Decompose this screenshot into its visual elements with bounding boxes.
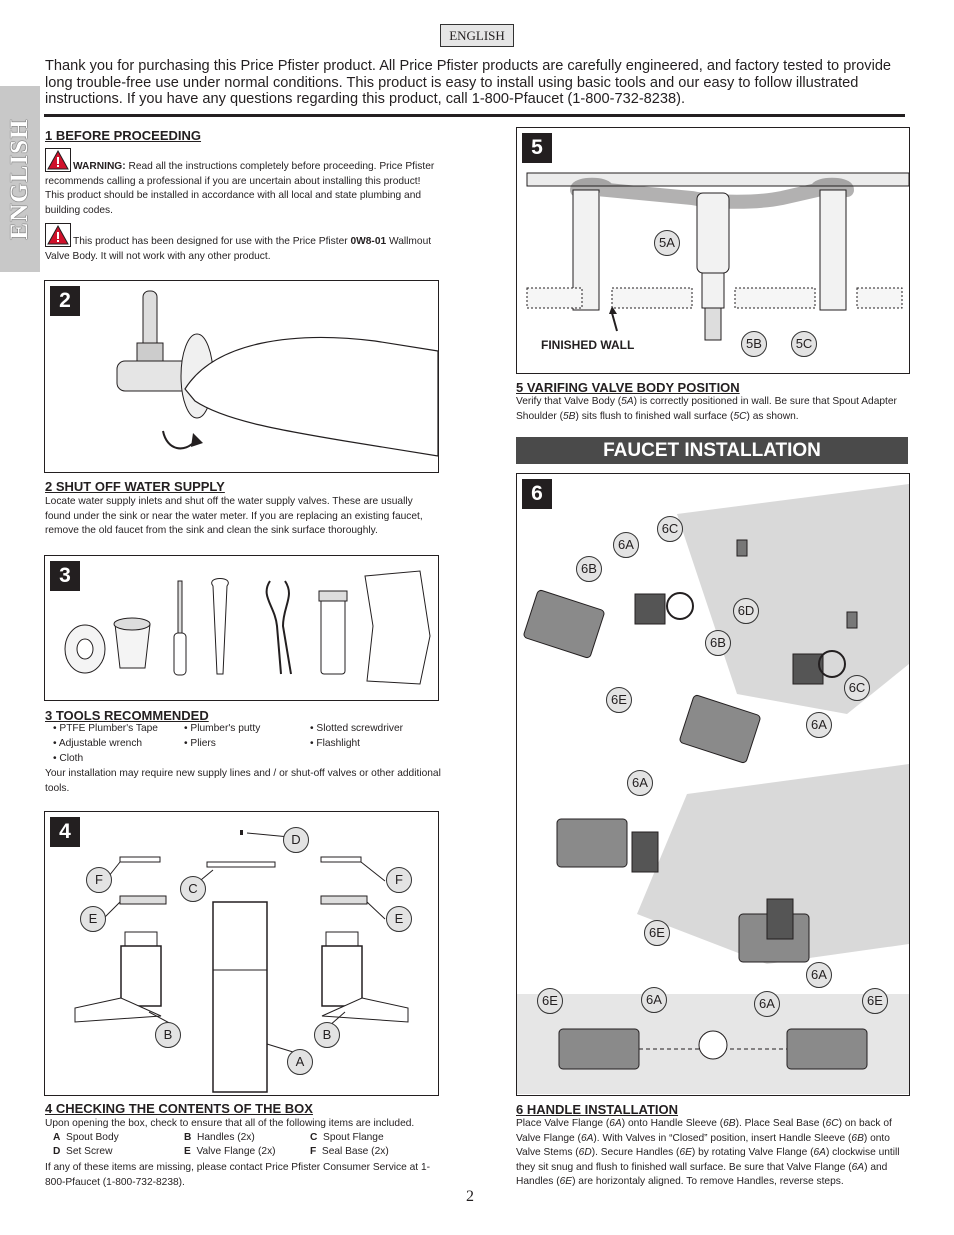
content-item: D Set Screw: [53, 1146, 113, 1157]
panel-3-number: 3: [50, 561, 80, 591]
section1-warning: WARNING: Read all the instructions compl…: [45, 148, 441, 218]
header-rule: [44, 114, 905, 117]
section1-title: 1 BEFORE PROCEEDING: [45, 128, 202, 143]
callout-5c: 5C: [791, 331, 817, 357]
callout-b-right: B: [314, 1022, 340, 1048]
section1-note: This product has been designed for use w…: [45, 223, 441, 264]
section4-title: 4 CHECKING THE CONTENTS OF THE BOX: [45, 1101, 313, 1116]
section4-footer: If any of these items are missing, pleas…: [45, 1162, 431, 1188]
faucet-installation-heading: FAUCET INSTALLATION: [516, 437, 908, 464]
callout-f-left: F: [86, 867, 112, 893]
callout-6d: 6D: [733, 598, 759, 624]
section3-footer: Your installation may require new supply…: [45, 768, 441, 794]
callout-6e: 6E: [537, 988, 563, 1014]
callout-6a: 6A: [754, 991, 780, 1017]
callout-6a: 6A: [806, 712, 832, 738]
section5-title: 5 VARIFING VALVE BODY POSITION: [516, 380, 740, 395]
callout-e-right: E: [386, 906, 412, 932]
section6-body: Place Valve Flange (6A) onto Handle Slee…: [516, 1118, 900, 1187]
content-item: E Valve Flange (2x): [184, 1146, 276, 1157]
callout-6a: 6A: [641, 987, 667, 1013]
box-contents-illustration: [74, 830, 409, 1093]
callout-6e: 6E: [644, 920, 670, 946]
panel-5-illustration: 5 5A 5B 5C FINISHED WALL: [516, 127, 910, 374]
callout-5b: 5B: [741, 331, 767, 357]
warning-icon: [45, 223, 71, 247]
tool-item: • Adjustable wrench: [53, 738, 143, 749]
intro-paragraph: Thank you for purchasing this Price Pfis…: [45, 58, 892, 107]
callout-6e: 6E: [862, 988, 888, 1014]
warning-text: Read all the instructions completely bef…: [45, 161, 435, 216]
tools-illustration: [64, 570, 431, 685]
section3-title: 3 TOOLS RECOMMENDED: [45, 708, 209, 723]
warning-label: WARNING:: [73, 161, 126, 172]
content-item: B Handles (2x): [184, 1132, 255, 1143]
panel-6-illustration: 6 6A 6C 6B 6D 6B 6E 6C 6A 6A 6E 6A 6E 6A…: [516, 473, 910, 1096]
callout-6b: 6B: [705, 630, 731, 656]
callout-c: C: [180, 876, 206, 902]
panel-4-illustration: 4 D F F C E E B B A: [44, 811, 439, 1096]
tool-item: • Pliers: [184, 738, 216, 749]
language-badge: ENGLISH: [440, 24, 514, 47]
tool-item: • Plumber's putty: [184, 723, 261, 734]
panel-2-number: 2: [50, 286, 80, 316]
content-item: F Seal Base (2x): [310, 1146, 389, 1157]
content-item: C Spout Flange: [310, 1132, 384, 1143]
section2-body: Locate water supply inlets and shut off …: [45, 496, 423, 536]
section2-title: 2 SHUT OFF WATER SUPPLY: [45, 479, 225, 494]
tool-item: • Flashlight: [310, 738, 360, 749]
side-tab-label: ENGLISH: [6, 118, 33, 240]
note-text-a: This product has been designed for use w…: [73, 236, 351, 247]
callout-6a: 6A: [806, 962, 832, 988]
callout-d: D: [283, 827, 309, 853]
panel-4-number: 4: [50, 817, 80, 847]
tool-item: • Slotted screwdriver: [310, 723, 404, 734]
finished-wall-label: FINISHED WALL: [541, 338, 635, 352]
shutoff-valve-illustration: [116, 290, 438, 457]
note-model: 0W8-01: [350, 236, 387, 247]
language-side-tab: ENGLISH: [0, 86, 40, 272]
page-number: 2: [466, 1188, 474, 1205]
callout-6c: 6C: [844, 675, 870, 701]
warning-icon: [45, 148, 71, 172]
callout-6c: 6C: [657, 516, 683, 542]
panel-2-illustration: 2: [44, 280, 439, 473]
callout-f-right: F: [386, 867, 412, 893]
tool-item: • Cloth: [53, 753, 84, 764]
panel-5-number: 5: [522, 133, 552, 163]
callout-6a: 6A: [613, 532, 639, 558]
callout-6e: 6E: [606, 687, 632, 713]
panel-6-number: 6: [522, 479, 552, 509]
note-text-b: Wallmout Valve Body. It will not work wi…: [45, 236, 432, 262]
callout-a: A: [287, 1049, 313, 1075]
callout-5a: 5A: [654, 230, 680, 256]
callout-6b: 6B: [576, 556, 602, 582]
valve-body-illustration: [526, 172, 909, 341]
section4-intro: Upon opening the box, check to ensure th…: [45, 1118, 415, 1129]
tool-item: • PTFE Plumber's Tape: [53, 723, 158, 734]
callout-e-left: E: [80, 906, 106, 932]
section6-title: 6 HANDLE INSTALLATION: [516, 1102, 679, 1117]
callout-b-left: B: [155, 1022, 181, 1048]
handle-install-illustration: [517, 484, 909, 1094]
content-item: A Spout Body: [53, 1132, 119, 1143]
panel-3-illustration: 3: [44, 555, 439, 701]
section5-body: Verify that Valve Body (5A) is correctly…: [516, 396, 897, 422]
callout-6a: 6A: [627, 770, 653, 796]
